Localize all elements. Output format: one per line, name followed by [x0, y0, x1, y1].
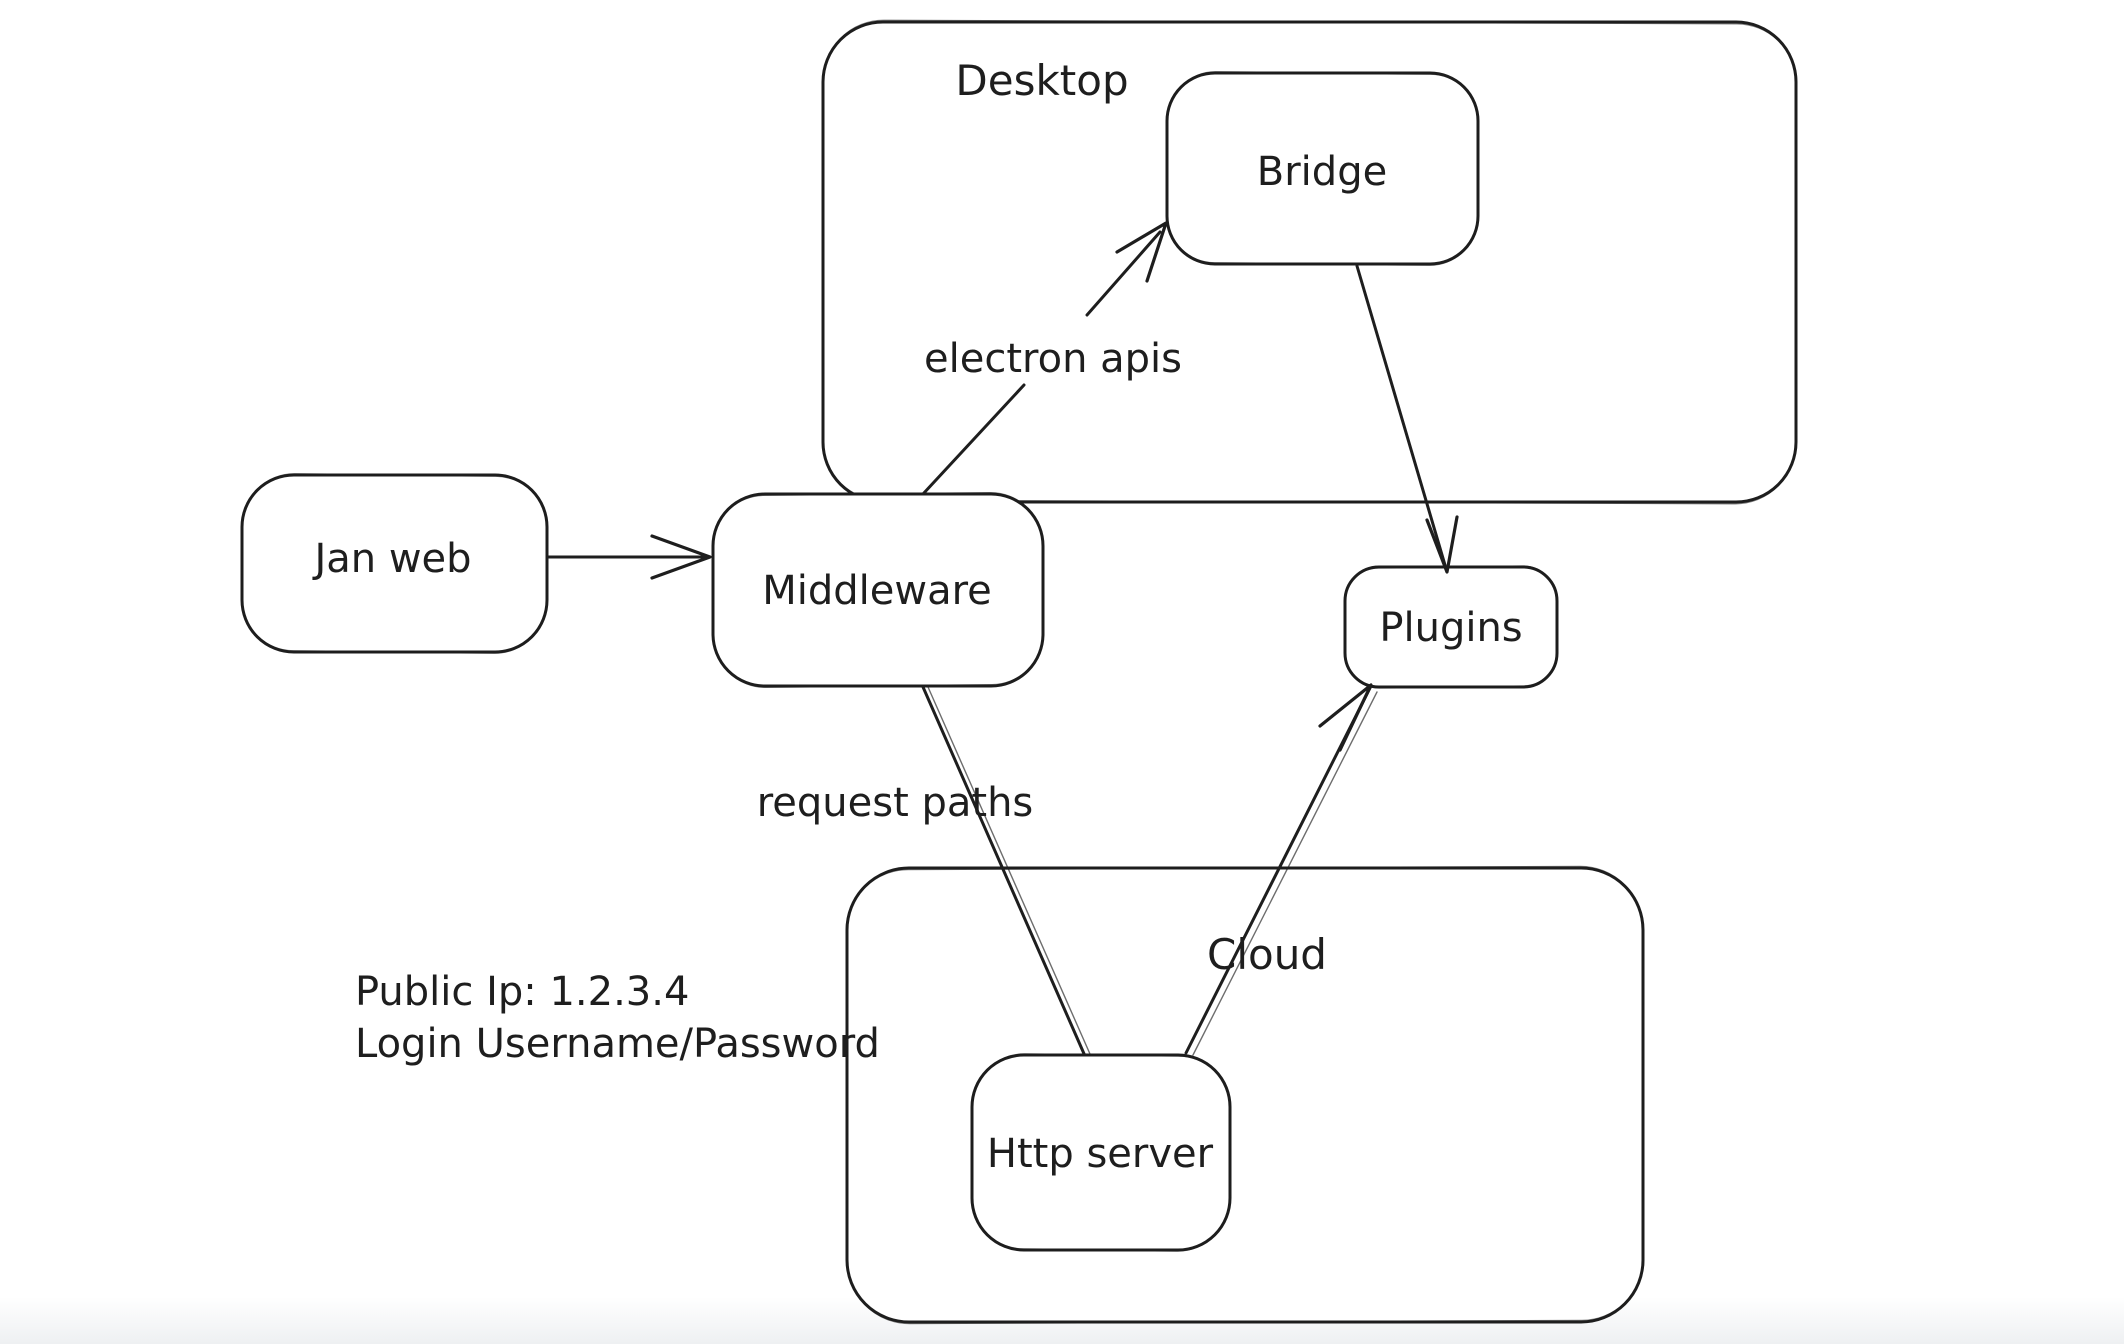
- node-plugins[interactable]: [1343, 565, 1559, 689]
- cloud-container-label: Cloud: [1207, 930, 1327, 979]
- node-middleware[interactable]: [711, 492, 1045, 688]
- edge-bridge-plugins[interactable]: [1355, 264, 1447, 567]
- edge-middleware-httpserver[interactable]: [921, 685, 1091, 1058]
- bridge-label: Bridge: [1257, 149, 1387, 195]
- edge-middleware-httpserver-line[interactable]: [921, 685, 1087, 1058]
- edge-middleware-bridge-upper[interactable]: [1085, 230, 1162, 317]
- edge-httpserver-plugins-sketch-stroke: [1192, 691, 1378, 1056]
- desktop-container-label: Desktop: [955, 56, 1128, 105]
- arrowhead-middleware-bridge: [1115, 221, 1168, 283]
- jan-web-label: Jan web: [311, 536, 471, 582]
- arrowheads-layer: [650, 221, 1459, 752]
- annotation-line-public-ip: Public Ip: 1.2.3.4: [355, 969, 689, 1015]
- node-http-server[interactable]: [970, 1053, 1232, 1252]
- labels-layer: Desktop Cloud Jan web Middleware Bridge …: [311, 56, 1522, 1177]
- edge-label-electron-apis: electron apis: [924, 336, 1182, 382]
- plugins-sketch-stroke: [1343, 565, 1559, 689]
- edge-middleware-bridge[interactable]: [921, 230, 1162, 496]
- annotation-line-login: Login Username/Password: [355, 1021, 880, 1067]
- http-server-label: Http server: [987, 1131, 1214, 1177]
- arrowhead-janweb-middleware: [650, 534, 712, 580]
- jan-web-sketch-stroke: [240, 473, 549, 654]
- edge-label-request-paths: request paths: [757, 780, 1034, 826]
- edge-middleware-bridge-lower[interactable]: [921, 383, 1026, 496]
- plugins-label: Plugins: [1379, 605, 1522, 651]
- shapes-layer: [240, 19, 1798, 1325]
- edges-layer: [545, 230, 1447, 1058]
- annotation-text: Public Ip: 1.2.3.4 Login Username/Passwo…: [355, 969, 880, 1067]
- middleware-sketch-stroke: [711, 492, 1045, 688]
- node-bridge[interactable]: [1165, 71, 1480, 266]
- desktop-container-sketch-stroke: [821, 19, 1798, 505]
- cloud-container-sketch-stroke: [845, 865, 1645, 1325]
- arrowhead-bridge-plugins: [1425, 515, 1459, 574]
- node-jan-web[interactable]: [240, 473, 549, 654]
- bridge-sketch-stroke: [1165, 71, 1480, 266]
- edge-middleware-httpserver-sketch-stroke: [927, 686, 1091, 1055]
- arrowhead-httpserver-plugins: [1318, 683, 1373, 752]
- middleware-label: Middleware: [762, 568, 992, 614]
- nodes-layer: [240, 71, 1559, 1252]
- http-server-sketch-stroke: [970, 1053, 1232, 1252]
